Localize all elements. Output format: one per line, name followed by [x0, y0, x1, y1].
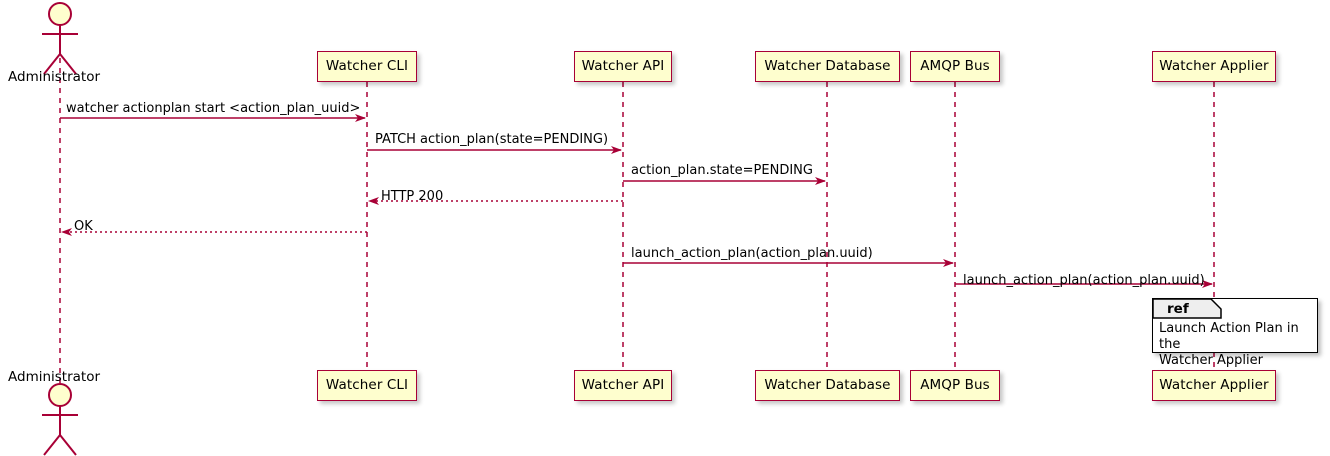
actor-leg-left: [43, 53, 61, 75]
participant-label: Watcher CLI: [325, 376, 409, 393]
messages-group: [60, 114, 1213, 288]
participant-label: Watcher Database: [764, 376, 891, 393]
participant-box-amqp-bottom[interactable]: AMQP Bus: [910, 370, 1000, 401]
actor-leg-left: [43, 434, 61, 456]
actor-label-top: Administrator: [8, 69, 101, 85]
participant-box-applier-bottom[interactable]: Watcher Applier: [1152, 370, 1276, 401]
actor-figure-bottom: [42, 383, 78, 456]
participant-label: Watcher Database: [764, 57, 891, 74]
message-label-6: launch_action_plan(action_plan.uuid): [631, 246, 873, 261]
participant-label: Watcher Applier: [1159, 57, 1269, 74]
participant-box-cli-top[interactable]: Watcher CLI: [317, 51, 417, 82]
lifelines-group: [59, 48, 1215, 393]
actor-figures-group: [42, 2, 78, 456]
actor-figure-top: [42, 2, 78, 75]
ref-fragment: ref Launch Action Plan in the Watcher Ap…: [1152, 298, 1318, 368]
participant-label: Watcher API: [581, 376, 665, 393]
actor-label-bottom: Administrator: [8, 369, 101, 385]
actor-leg-right: [59, 53, 77, 75]
participant-box-amqp-top[interactable]: AMQP Bus: [910, 51, 1000, 82]
participant-label: Watcher CLI: [325, 57, 409, 74]
participant-label: AMQP Bus: [920, 57, 990, 74]
actor-head-icon: [48, 383, 72, 407]
ref-tab-label: ref: [1167, 301, 1189, 317]
participant-box-api-bottom[interactable]: Watcher API: [574, 370, 672, 401]
ref-tab-shape: [1153, 299, 1222, 319]
participant-box-api-top[interactable]: Watcher API: [574, 51, 672, 82]
participant-box-db-bottom[interactable]: Watcher Database: [755, 370, 900, 401]
actor-head-icon: [48, 2, 72, 26]
message-label-3: action_plan.state=PENDING: [631, 163, 813, 178]
participant-box-db-top[interactable]: Watcher Database: [755, 51, 900, 82]
message-label-1: watcher actionplan start <action_plan_uu…: [66, 101, 361, 116]
participant-label: AMQP Bus: [920, 376, 990, 393]
ref-fragment-body: Launch Action Plan in the Watcher Applie…: [1159, 321, 1299, 368]
message-label-2: PATCH action_plan(state=PENDING): [375, 132, 609, 147]
actor-leg-right: [59, 434, 77, 456]
participant-label: Watcher Applier: [1159, 376, 1269, 393]
message-label-4: HTTP 200: [381, 189, 444, 204]
participant-box-cli-bottom[interactable]: Watcher CLI: [317, 370, 417, 401]
message-label-5: OK: [74, 219, 93, 234]
participant-label: Watcher API: [581, 57, 665, 74]
participant-box-applier-top[interactable]: Watcher Applier: [1152, 51, 1276, 82]
message-label-7: launch_action_plan(action_plan.uuid): [963, 273, 1205, 288]
